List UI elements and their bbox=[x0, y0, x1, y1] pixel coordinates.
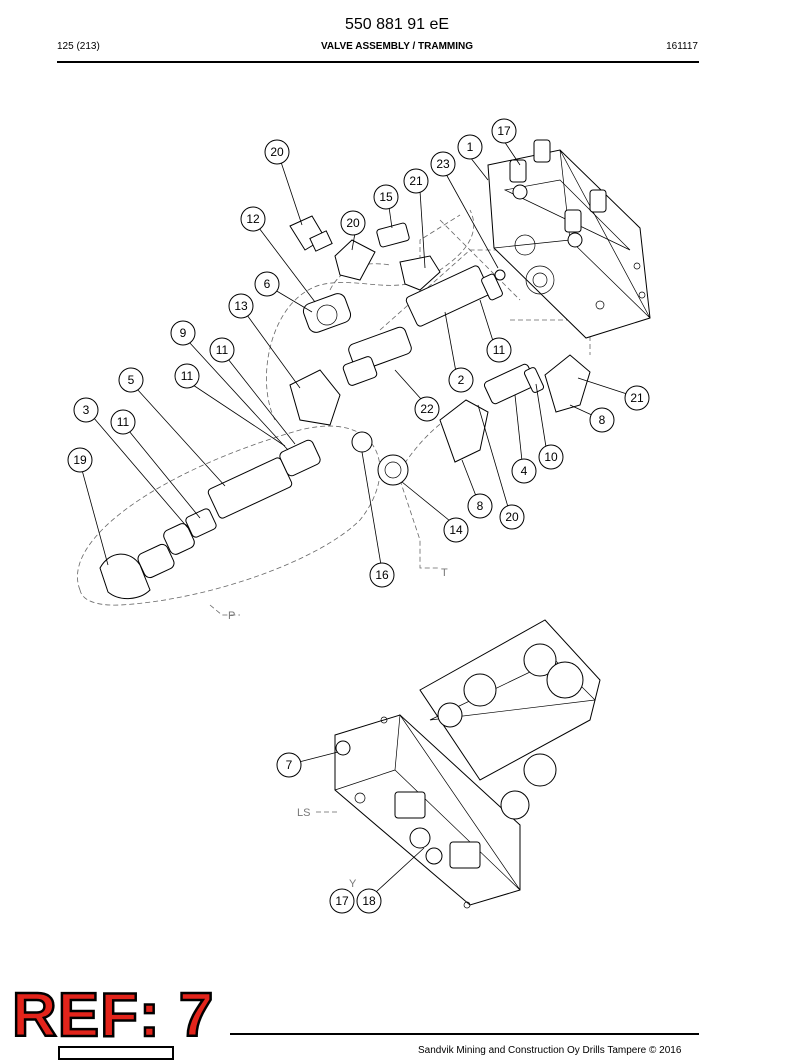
callout-c16: 16 bbox=[369, 562, 395, 588]
callout-label: 12 bbox=[246, 212, 260, 226]
callout-c20b: 20 bbox=[340, 210, 366, 236]
footer-rule bbox=[230, 1033, 699, 1035]
footer-copyright: Sandvik Mining and Construction Oy Drill… bbox=[418, 1045, 682, 1056]
callout-label: 9 bbox=[180, 326, 187, 340]
callout-label: 11 bbox=[216, 343, 229, 357]
callout-label: 15 bbox=[379, 190, 393, 204]
callout-label: 23 bbox=[436, 157, 450, 171]
callout-c21a: 21 bbox=[403, 168, 429, 194]
callout-c23: 23 bbox=[430, 151, 456, 177]
callout-c17b: 17 bbox=[329, 888, 355, 914]
callout-label: 4 bbox=[521, 464, 528, 478]
port-label-t: T bbox=[441, 567, 448, 579]
valve-block-lower bbox=[334, 619, 601, 909]
callout-label: 17 bbox=[335, 894, 349, 908]
callout-c13: 13 bbox=[228, 293, 254, 319]
callout-label: 19 bbox=[73, 453, 87, 467]
callout-layer: 17 1 20 23 21 15 12 20 6 13 9 11 11 5 11 2 21 3 22 11 8 10 19 4… bbox=[67, 118, 650, 914]
page-number: 125 (213) bbox=[57, 41, 100, 52]
callout-c8a: 8 bbox=[589, 407, 615, 433]
callout-c15: 15 bbox=[373, 184, 399, 210]
callout-c6: 6 bbox=[254, 271, 280, 297]
callout-c18: 18 bbox=[356, 888, 382, 914]
callout-label: 8 bbox=[477, 499, 484, 513]
document-number: 550 881 91 eE bbox=[344, 16, 450, 33]
callout-c11a: 11 bbox=[209, 337, 235, 363]
port-label-y: Y bbox=[349, 878, 357, 890]
port-label-p: P bbox=[228, 610, 235, 622]
callout-label: 18 bbox=[362, 894, 376, 908]
callout-label: 11 bbox=[117, 415, 130, 429]
company-logo bbox=[58, 1046, 174, 1060]
callout-label: 2 bbox=[458, 373, 465, 387]
callout-c9: 9 bbox=[170, 320, 196, 346]
header-rule bbox=[57, 61, 699, 63]
callout-c22: 22 bbox=[414, 396, 440, 422]
valve-block-upper bbox=[487, 139, 651, 339]
callout-c14: 14 bbox=[443, 517, 469, 543]
callout-label: 3 bbox=[83, 403, 90, 417]
callout-label: 7 bbox=[286, 758, 293, 772]
callout-c11c: 11 bbox=[174, 363, 200, 389]
callout-c5: 5 bbox=[118, 367, 144, 393]
callout-label: 11 bbox=[181, 369, 194, 383]
callout-c11d: 11 bbox=[110, 409, 136, 435]
callout-label: 13 bbox=[234, 299, 248, 313]
callout-c7: 7 bbox=[276, 752, 302, 778]
callout-c2: 2 bbox=[448, 367, 474, 393]
callout-label: 20 bbox=[346, 216, 360, 230]
callout-c19: 19 bbox=[67, 447, 93, 473]
page-title: VALVE ASSEMBLY / TRAMMING bbox=[320, 41, 474, 52]
callout-label: 22 bbox=[420, 402, 434, 416]
callout-c20c: 20 bbox=[499, 504, 525, 530]
callout-c20a: 20 bbox=[264, 139, 290, 165]
callout-c21b: 21 bbox=[624, 385, 650, 411]
callout-c17a: 17 bbox=[491, 118, 517, 144]
callout-label: 17 bbox=[497, 124, 511, 138]
callout-label: 6 bbox=[264, 277, 271, 291]
callout-label: 8 bbox=[599, 413, 606, 427]
callout-c8b: 8 bbox=[467, 493, 493, 519]
callout-c10: 10 bbox=[538, 444, 564, 470]
callout-label: 10 bbox=[544, 450, 558, 464]
leader-lines bbox=[81, 140, 628, 893]
callout-label: 14 bbox=[449, 523, 463, 537]
callout-label: 11 bbox=[493, 343, 506, 357]
callout-label: 5 bbox=[128, 373, 135, 387]
callout-label: 20 bbox=[270, 145, 284, 159]
callout-label: 1 bbox=[467, 140, 474, 154]
date-code: 161117 bbox=[666, 41, 698, 52]
callout-c3: 3 bbox=[73, 397, 99, 423]
callout-label: 20 bbox=[505, 510, 519, 524]
callout-label: 21 bbox=[409, 174, 423, 188]
callout-label: 16 bbox=[375, 568, 389, 582]
callout-c1: 1 bbox=[457, 134, 483, 160]
ref-stamp: REF: 7 bbox=[11, 981, 215, 1050]
callout-c4: 4 bbox=[511, 458, 537, 484]
callout-c11b: 11 bbox=[486, 337, 512, 363]
callout-c12: 12 bbox=[240, 206, 266, 232]
fittings-upper bbox=[99, 215, 591, 599]
port-label-ls: LS bbox=[297, 807, 310, 819]
callout-label: 21 bbox=[630, 391, 644, 405]
